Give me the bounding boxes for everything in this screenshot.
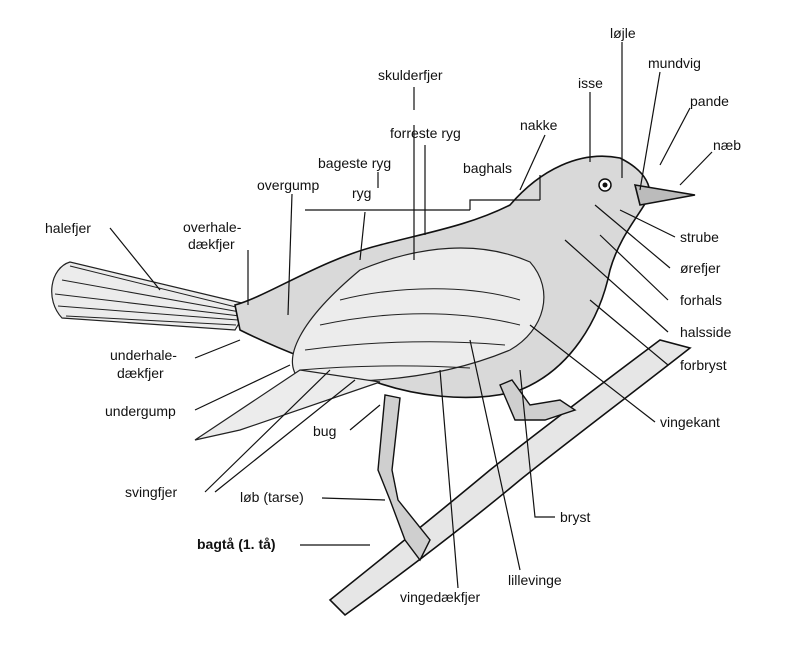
label-halefjer: halefjer [45, 220, 91, 236]
label-isse: isse [578, 75, 603, 91]
label-ryg: ryg [352, 185, 371, 201]
label-forreste-ryg: forreste ryg [390, 125, 461, 141]
label-pande: pande [690, 93, 729, 109]
label-halsside: halsside [680, 324, 732, 340]
label-mundvig: mundvig [648, 55, 701, 71]
leg-left [377, 394, 431, 562]
label-lob-tarse: løb (tarse) [240, 489, 304, 505]
label-lillevinge: lillevinge [508, 572, 562, 588]
label-underhaledaekfjer-line2: dækfjer [117, 365, 164, 381]
label-baghals: baghals [463, 160, 512, 176]
flight-feathers [194, 369, 381, 441]
wing [291, 247, 545, 382]
tail-feathers [54, 265, 241, 326]
label-nakke: nakke [520, 117, 558, 133]
beak [633, 184, 696, 206]
label-vingekant: vingekant [660, 414, 720, 430]
label-bryst: bryst [560, 509, 590, 525]
label-underhaledaekfjer-line1: underhale- [110, 347, 177, 363]
label-orefjer: ørefjer [680, 260, 721, 276]
eye-pupil [602, 182, 608, 188]
label-overhaledaekfjer-line2: dækfjer [188, 236, 235, 252]
leader-lines [109, 42, 713, 589]
label-skulderfjer: skulderfjer [378, 67, 443, 83]
label-forhals: forhals [680, 292, 722, 308]
label-bug: bug [313, 423, 336, 439]
wing-feathers [299, 288, 521, 371]
label-strube: strube [680, 229, 719, 245]
label-undergump: undergump [105, 403, 176, 419]
label-forbryst: forbryst [680, 357, 727, 373]
label-vingedaekfjer: vingedækfjer [400, 589, 480, 605]
leg-right [499, 379, 577, 421]
label-lojle: løjle [610, 25, 636, 41]
label-svingfjer: svingfjer [125, 484, 177, 500]
label-overhaledaekfjer-line1: overhale- [183, 219, 242, 235]
label-bagta: bagtå (1. tå) [197, 536, 276, 552]
label-naeb: næb [713, 137, 741, 153]
label-bageste-ryg: bageste ryg [318, 155, 391, 171]
label-overgump: overgump [257, 177, 319, 193]
